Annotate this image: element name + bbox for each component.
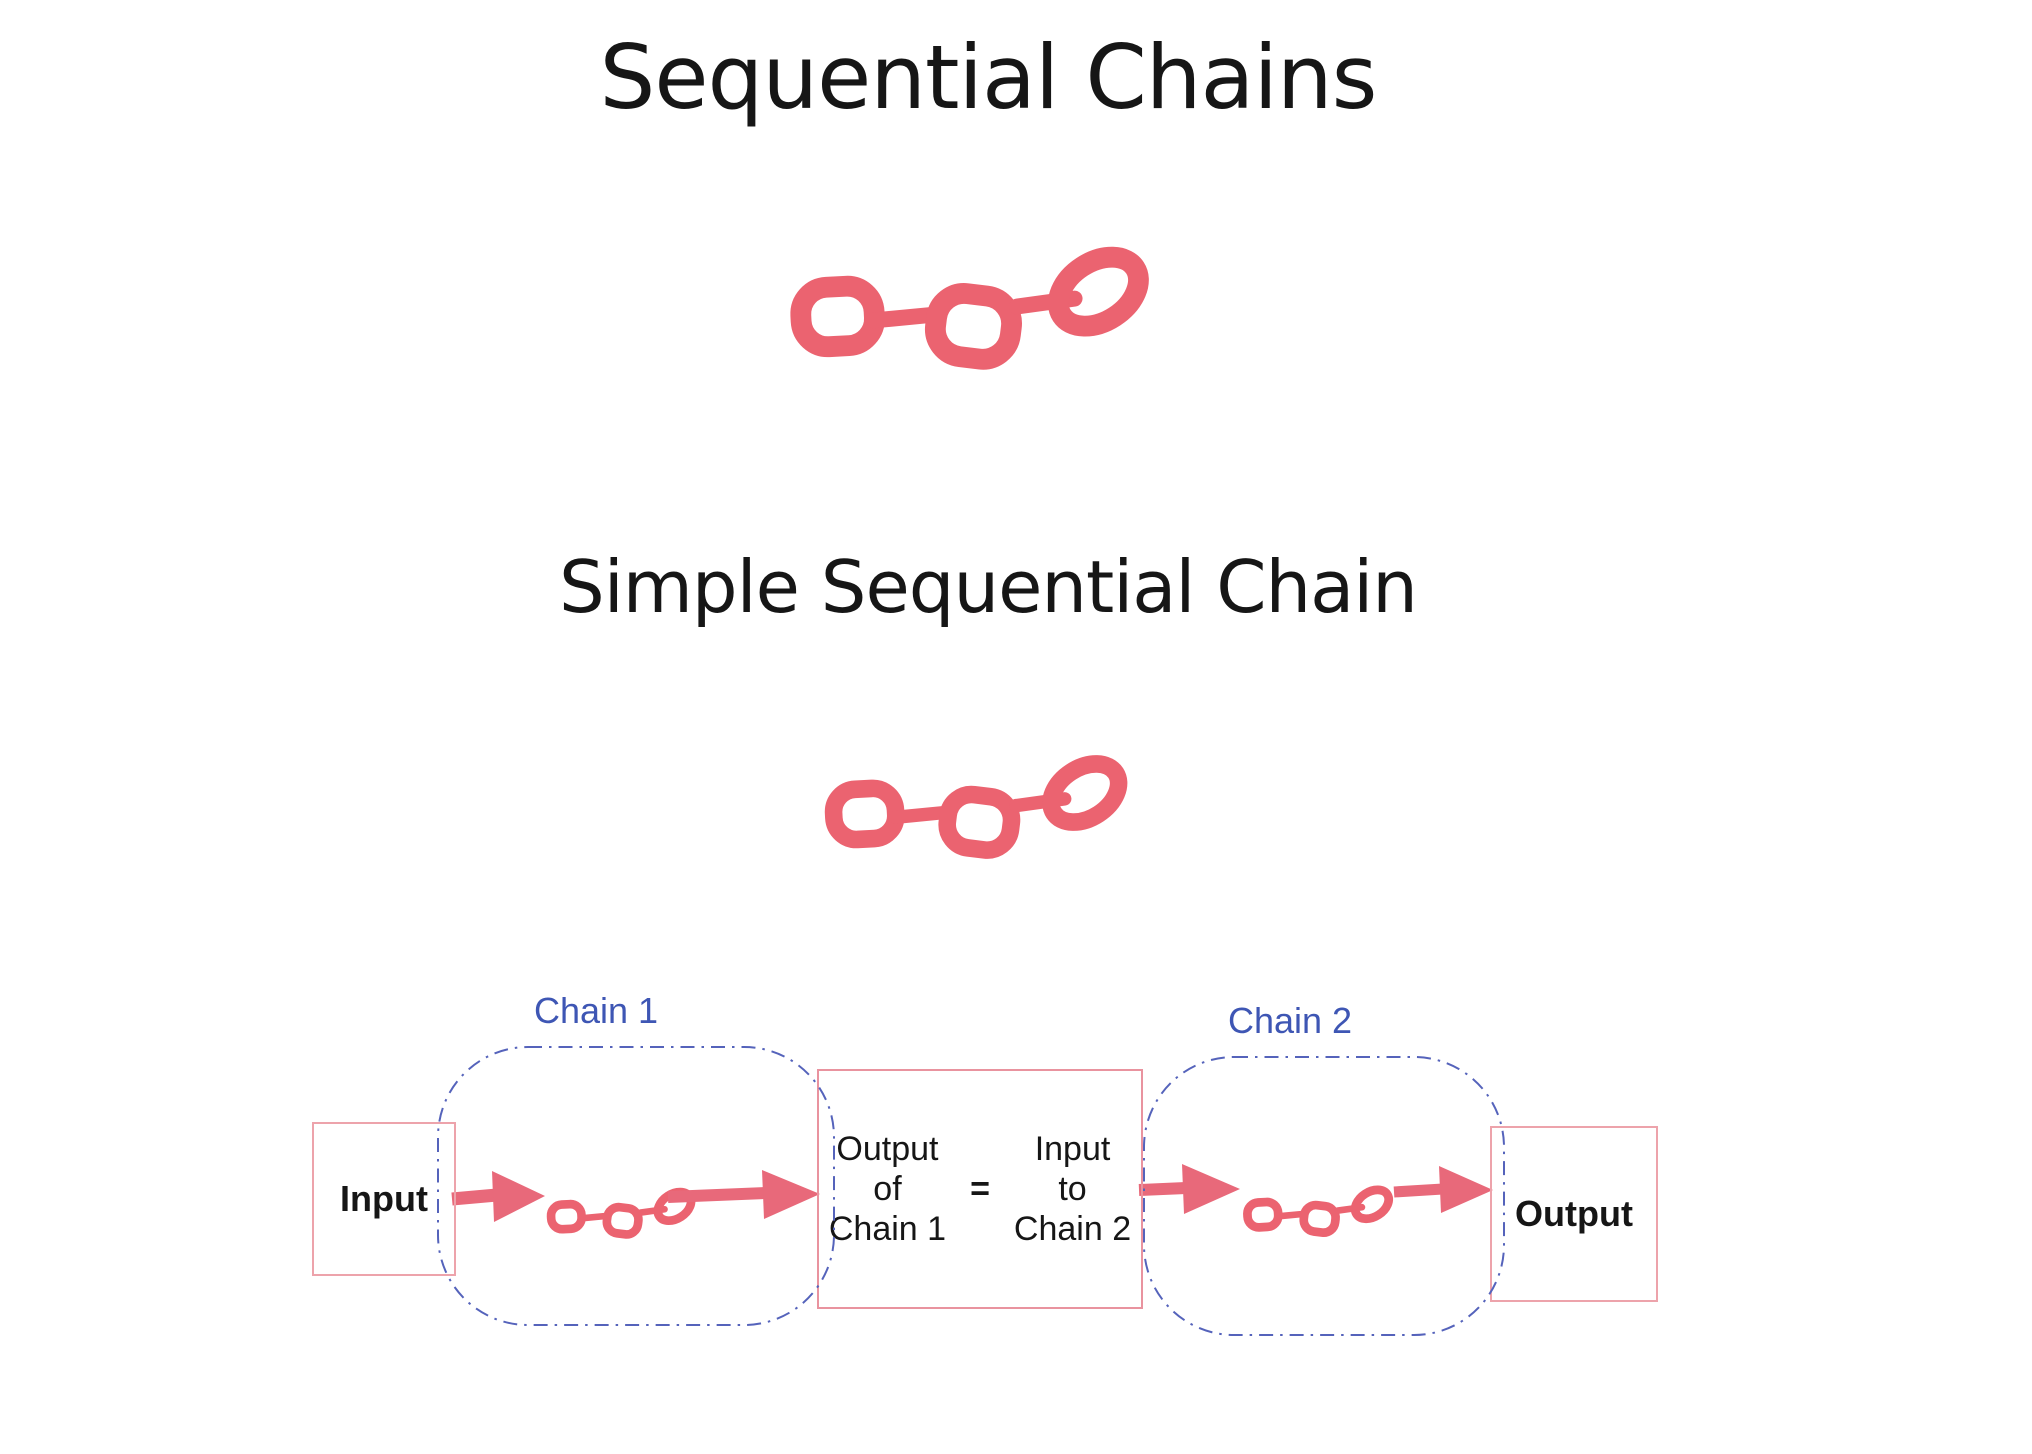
input-label: Input (340, 1178, 428, 1219)
bridge-left-line2: of (873, 1170, 902, 1208)
arrow-right-icon (667, 1170, 820, 1219)
bridge-right-line3: Chain 2 (1013, 1210, 1132, 1248)
section-subtitle: Simple Sequential Chain (559, 545, 1418, 629)
chain1-cluster-label: Chain 1 (533, 990, 659, 1031)
bridge-box: Output of Chain 1 = Input to Chain 2 (817, 1069, 1143, 1309)
bridge-left-column: Output of Chain 1 (829, 1129, 946, 1249)
arrow-right-icon (451, 1171, 545, 1222)
bridge-content: Output of Chain 1 = Input to Chain 2 (829, 1129, 1131, 1249)
arrow-right-icon (1393, 1166, 1493, 1213)
bridge-left-line1: Output (836, 1130, 939, 1168)
arrow-right-icon (1138, 1164, 1240, 1214)
chain1-cluster-border (437, 1046, 835, 1326)
equals-sign: = (970, 1170, 990, 1208)
chain2-cluster-border (1143, 1056, 1505, 1336)
input-box: Input (312, 1122, 456, 1276)
bridge-left-line3: Chain 1 (828, 1210, 947, 1248)
output-box: Output (1490, 1126, 1658, 1302)
bridge-right-line2: to (1058, 1170, 1087, 1208)
bridge-right-column: Input to Chain 2 (1014, 1129, 1131, 1249)
bridge-right-line1: Input (1034, 1130, 1111, 1168)
output-label: Output (1515, 1193, 1633, 1234)
chain2-cluster-label: Chain 2 (1227, 1000, 1353, 1041)
page-title: Sequential Chains (599, 26, 1377, 129)
